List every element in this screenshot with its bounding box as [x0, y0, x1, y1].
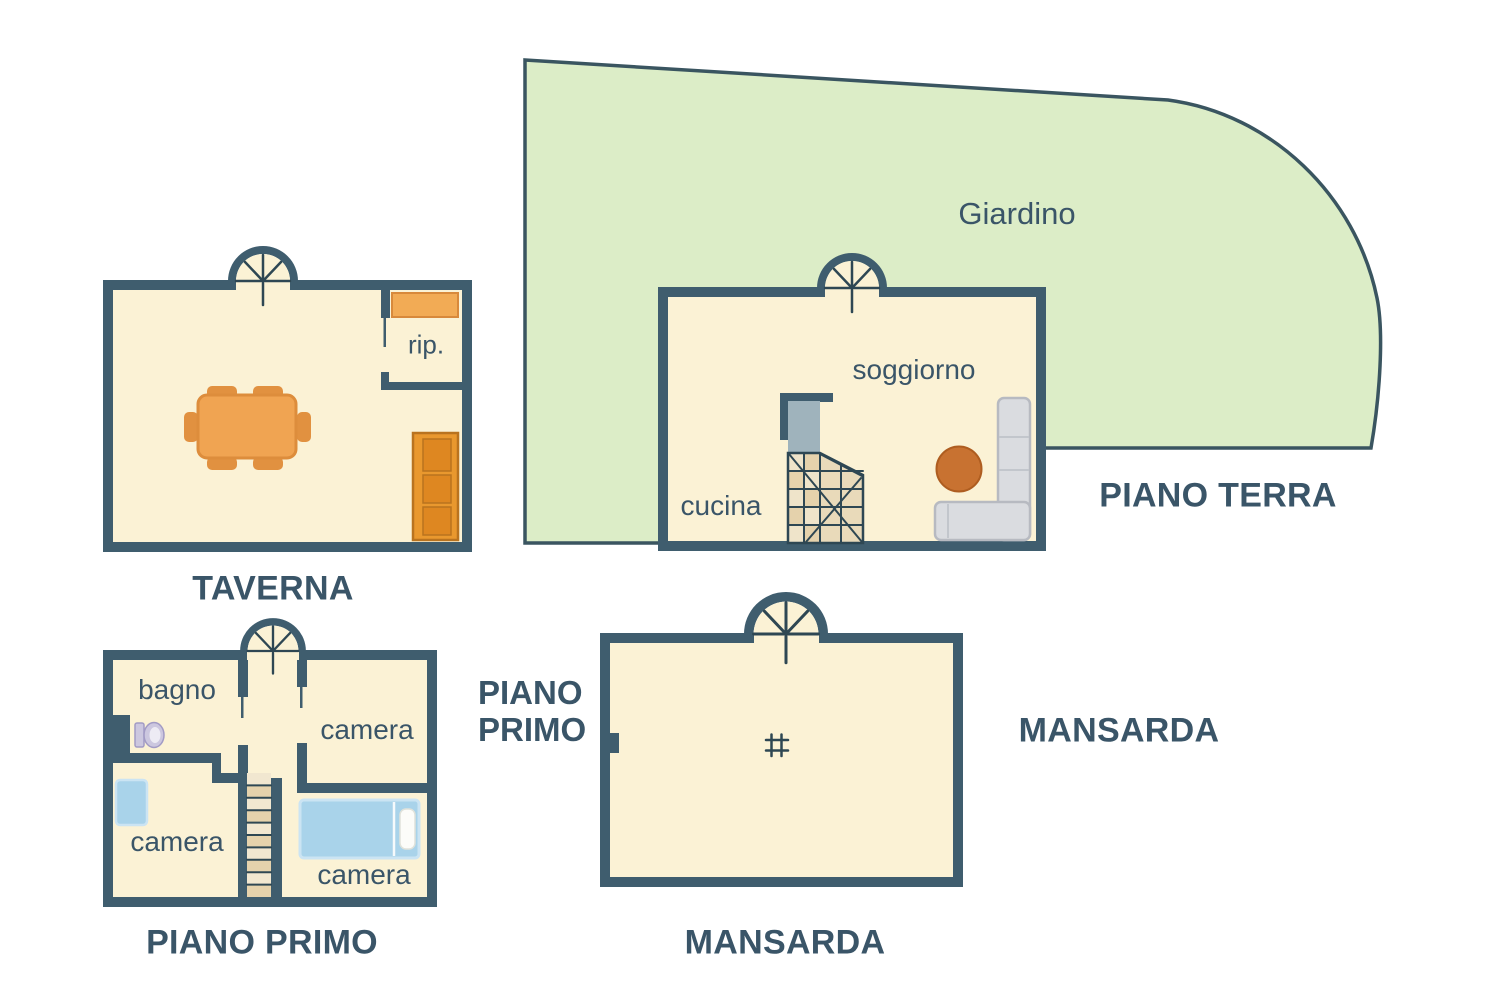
- mansarda-side-title: MANSARDA: [1018, 711, 1220, 750]
- bagno-label: bagno: [138, 674, 216, 705]
- toilet-icon: [134, 721, 165, 749]
- giardino-label: Giardino: [958, 196, 1076, 231]
- wall-segment: [297, 743, 307, 793]
- wall-segment: [297, 660, 307, 687]
- rip-room-label: rip.: [407, 329, 445, 360]
- taverna-title: TAVERNA: [192, 569, 354, 608]
- single-bed-icon: [298, 798, 421, 860]
- wall-pillar: [113, 715, 130, 758]
- wall-segment: [297, 783, 427, 793]
- floor-mansarda: [600, 590, 963, 887]
- wall-segment: [238, 773, 247, 897]
- wall-segment: [238, 745, 248, 773]
- wall-segment: [780, 393, 833, 402]
- piano-primo-side-line2: PRIMO: [478, 711, 587, 748]
- wall-segment: [389, 382, 462, 390]
- door-leaf: [241, 697, 244, 718]
- corner-sofa-icon: [933, 396, 1032, 542]
- dining-table-icon: [184, 386, 311, 470]
- stair-partition: [780, 393, 833, 453]
- piano-primo-side-line1: PIANO: [478, 674, 583, 711]
- cabinet-icon: [411, 431, 460, 542]
- winder-staircase-icon: [786, 451, 865, 545]
- camera-top-right-label: camera: [320, 714, 414, 745]
- cucina-label: cucina: [680, 490, 762, 521]
- mansarda-title: MANSARDA: [684, 923, 886, 962]
- camera-bottom-right-label: camera: [317, 859, 411, 890]
- pillow: [399, 808, 416, 850]
- sofa-seams: [947, 436, 1029, 538]
- door-leaf: [383, 318, 386, 347]
- wall-segment: [212, 753, 221, 783]
- toilet-bowl: [149, 727, 161, 743]
- wall-segment: [221, 773, 247, 783]
- shelf-icon: [391, 292, 459, 318]
- roof-window-icon: [764, 733, 790, 758]
- interior-walls: [113, 660, 427, 897]
- piano-primo-title: PIANO PRIMO: [146, 923, 378, 962]
- step-lines: [246, 784, 272, 886]
- round-table-icon: [935, 445, 983, 493]
- soggiorno-label: soggiorno: [852, 354, 976, 385]
- wall-segment: [238, 660, 248, 697]
- piano-primo-side-title: PIANO PRIMO: [478, 674, 586, 748]
- wall-segment: [381, 290, 390, 318]
- wall-segment: [113, 753, 218, 763]
- floor-piano-terra: [523, 58, 1383, 551]
- rip-room-walls: [381, 290, 462, 390]
- wall-segment: [381, 372, 389, 390]
- wall-segment: [271, 778, 282, 897]
- stair-landing: [788, 401, 820, 453]
- piano-terra-title: PIANO TERRA: [1099, 476, 1337, 515]
- door-leaf: [300, 687, 303, 708]
- wall-stub: [610, 733, 619, 753]
- nightstand-icon: [114, 778, 149, 827]
- mansarda-outer-walls: [600, 633, 963, 887]
- staircase-icon: [246, 773, 272, 897]
- camera-bottom-left-label: camera: [130, 826, 224, 857]
- floor-piano-primo: [103, 616, 437, 907]
- stair-outline: [786, 451, 865, 545]
- floor-taverna: [103, 244, 472, 552]
- wall-segment: [780, 393, 788, 440]
